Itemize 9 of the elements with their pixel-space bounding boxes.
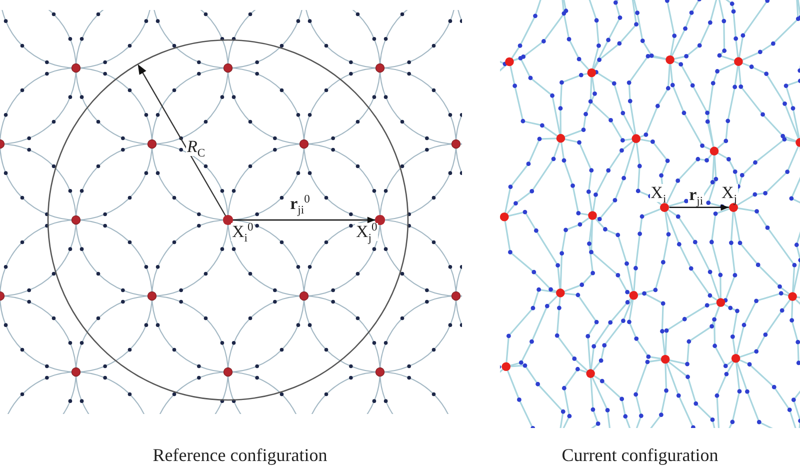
arrow	[669, 204, 729, 211]
particle-dot-icon	[375, 215, 385, 225]
arrow	[232, 216, 376, 224]
point-label: X$_{i}$	[650, 184, 668, 202]
panel-caption: Current configuration	[562, 446, 718, 465]
radius-label: R$_{C}$	[186, 138, 206, 156]
point-label: X$_{j}$	[720, 184, 738, 202]
panel-caption: Reference configuration	[152, 446, 328, 465]
particle-dot-icon	[223, 215, 233, 225]
